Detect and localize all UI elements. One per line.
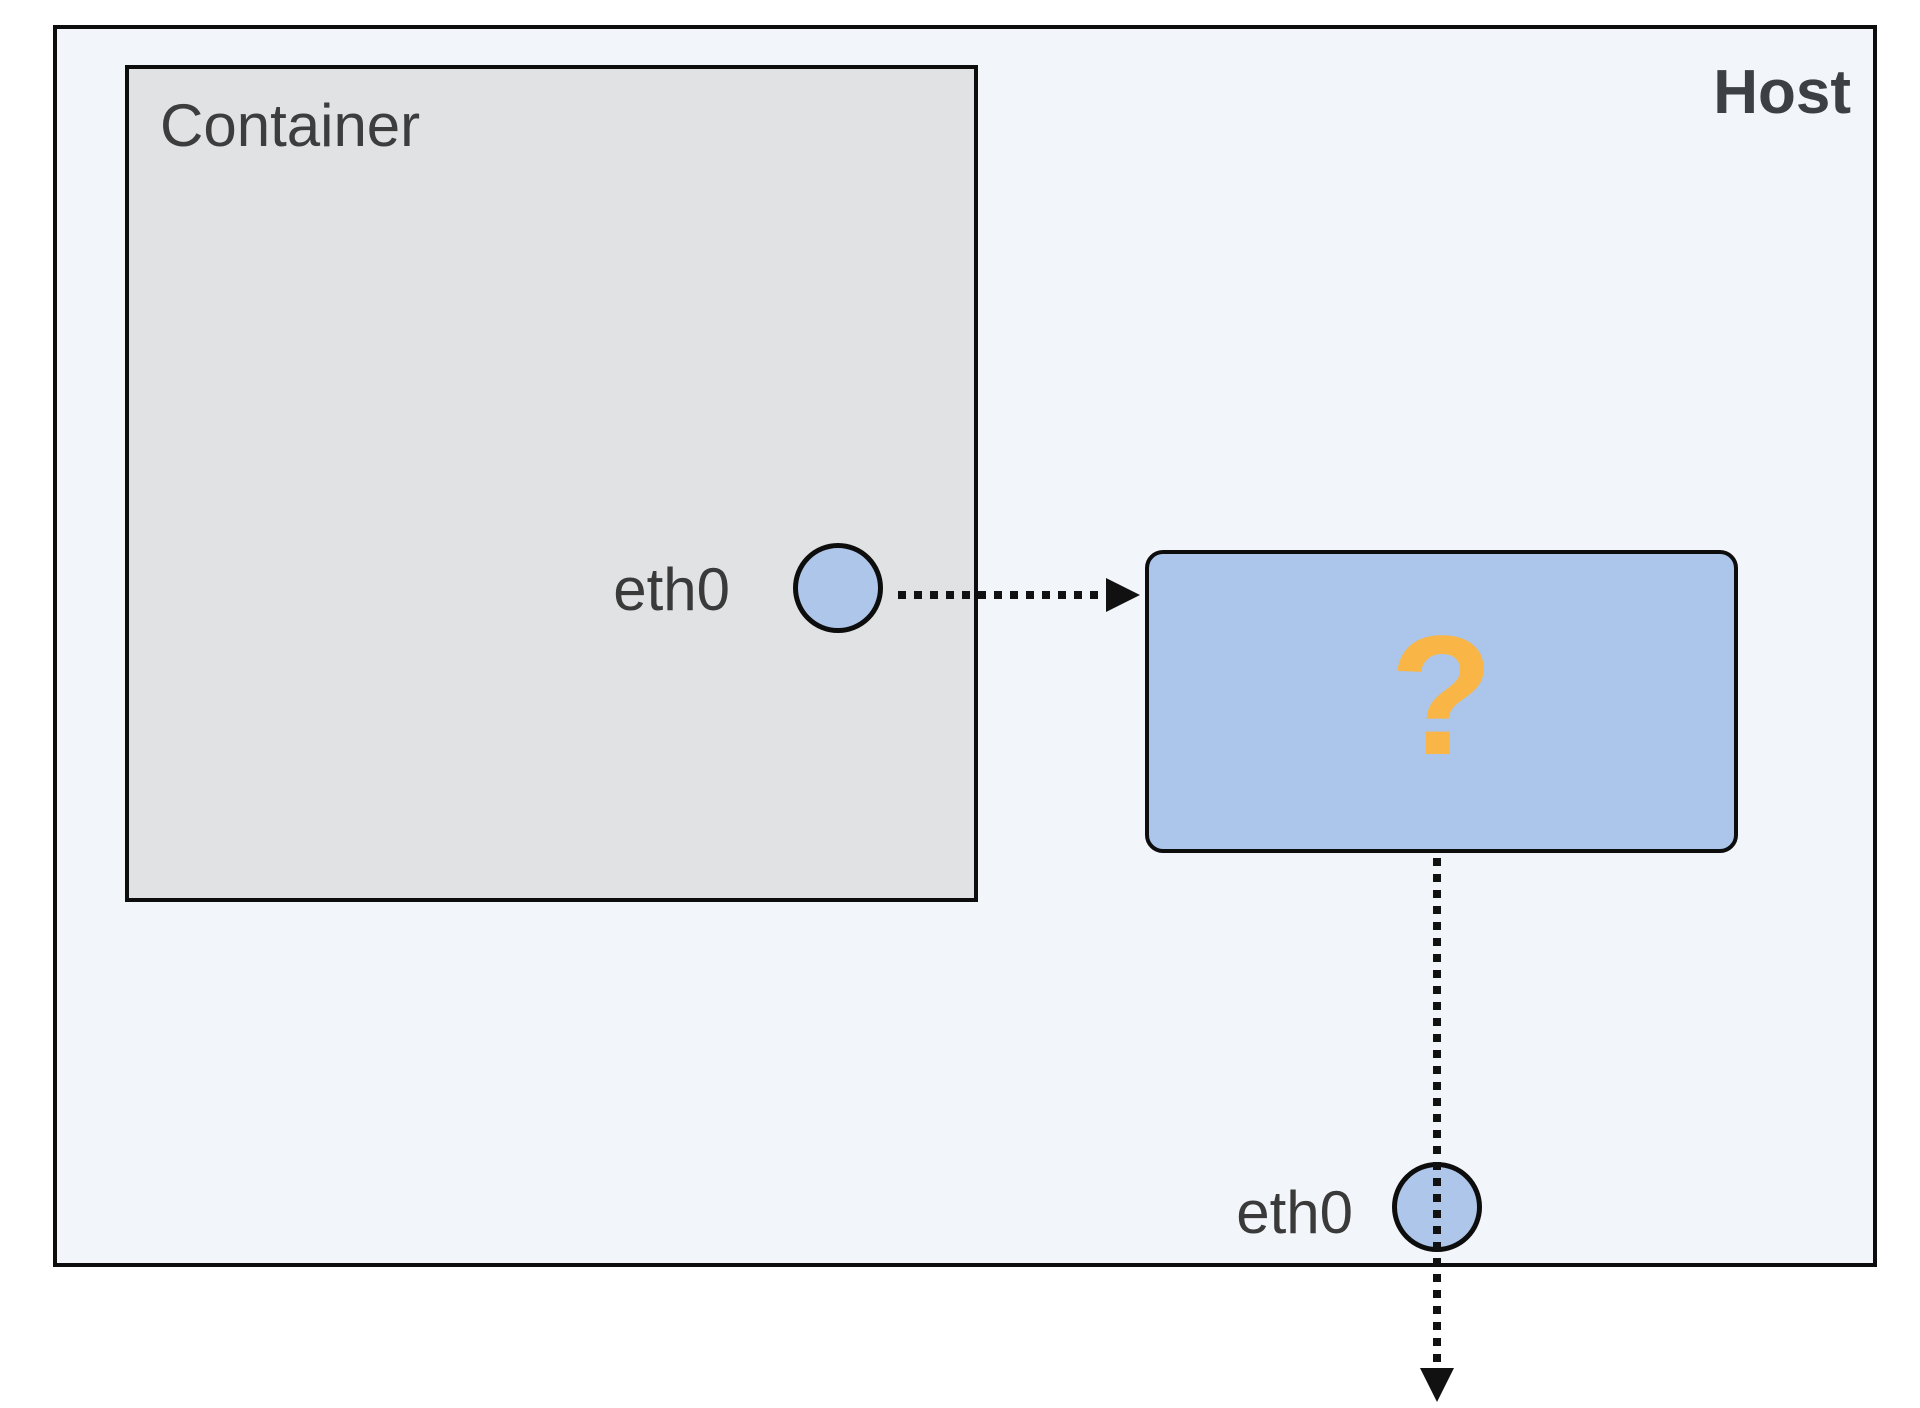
dotted-arrow-down-line: [1433, 858, 1441, 1368]
arrowhead-down-icon: [1420, 1368, 1454, 1402]
mystery-node-box: ?: [1145, 550, 1738, 853]
host-label: Host: [1713, 58, 1851, 127]
container-box: [125, 65, 978, 902]
question-mark-label: ?: [1389, 600, 1494, 791]
container-eth0-port-icon: [793, 543, 883, 633]
arrowhead-right-icon: [1106, 578, 1140, 612]
container-label: Container: [160, 92, 421, 159]
container-eth0-label: eth0: [613, 556, 730, 623]
dotted-arrow-right-line: [898, 591, 1108, 599]
host-eth0-label: eth0: [1236, 1179, 1353, 1246]
